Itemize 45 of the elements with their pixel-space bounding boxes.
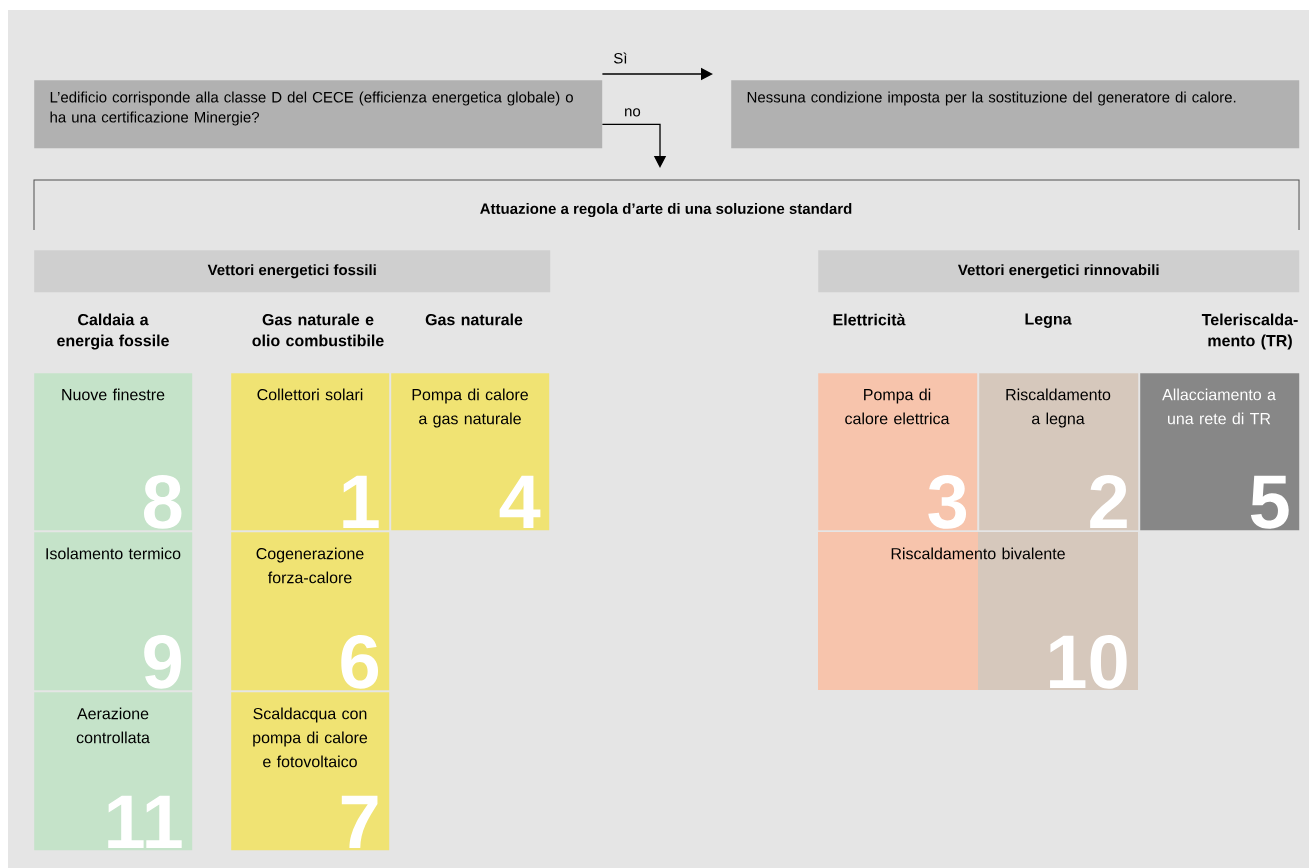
node-label: Riscaldamento a legna xyxy=(1006,388,1111,428)
option-tile: Isolamento termico 9 xyxy=(34,532,193,691)
option-tile: Aerazione controllata 11 xyxy=(34,692,193,851)
column-heading: Legna xyxy=(1025,313,1072,328)
option-tile: Riscaldamento a legna 2 xyxy=(979,373,1139,531)
arrow xyxy=(601,123,667,168)
category-band: Vettori energetici fossili xyxy=(34,250,551,293)
option-tile: Riscaldamento bivalente 10 xyxy=(818,532,1138,690)
node-label: Riscaldamento bivalente xyxy=(891,547,1065,560)
node-label: 6 xyxy=(341,634,379,689)
column-heading: Elettricità xyxy=(833,313,906,326)
column-heading: Gas naturale e olio combustibile xyxy=(252,313,384,347)
node-label: 1 xyxy=(343,475,379,529)
node-label: Aerazione controllata xyxy=(76,707,150,744)
node-label: 9 xyxy=(144,634,181,689)
question-box: Nessuna condizione imposta per la sostituzione del generatore di calore. xyxy=(731,80,1300,149)
column-heading: Caldaia a energia fossile xyxy=(57,313,169,350)
option-tile: Scaldacqua con pompa di calore e fotovoltaico 7 xyxy=(231,692,390,851)
column-heading: Teleriscalda- mento (TR) xyxy=(1201,313,1298,350)
question-box: L’edificio corrisponde alla classe D del CECE (efficienza energetica globale) o ha una certificazione Minergie? xyxy=(34,80,603,149)
node-label: 8 xyxy=(143,474,182,529)
option-tile: Nuove finestre 8 xyxy=(34,373,193,531)
node-label: 2 xyxy=(1090,474,1127,529)
node-label: 11 xyxy=(108,795,182,849)
option-tile: Collettori solari 1 xyxy=(231,373,390,531)
category-band: Vettori energetici rinnovabili xyxy=(818,250,1300,293)
node-label: 3 xyxy=(928,474,967,529)
bracket: Attuazione a regola d’arte di una soluzione standard xyxy=(33,179,1300,231)
node-label: Scaldacqua con pompa di calore e fotovoltaico xyxy=(253,707,368,768)
option-tile: Cogenerazione forza-calore 6 xyxy=(231,532,390,691)
node-label: 7 xyxy=(341,795,378,849)
edge-label: Sì xyxy=(614,52,627,64)
column-heading: Gas naturale xyxy=(425,313,523,326)
node-label: Cogenerazione forza-calore xyxy=(256,547,364,584)
node-label: Pompa di calore elettrica xyxy=(845,388,950,425)
node-label: 4 xyxy=(499,475,541,529)
option-tile: Allacciamento a una rete di TR 5 xyxy=(1140,373,1300,531)
edge-label: no xyxy=(625,108,641,117)
node-label: Collettori solari xyxy=(257,388,363,401)
option-tile: Pompa di calore elettrica 3 xyxy=(818,373,978,531)
node-label: Pompa di calore a gas naturale xyxy=(412,388,528,428)
node-label: Nuove finestre xyxy=(62,388,165,401)
node-label: 10 xyxy=(1050,634,1127,689)
node-label: Isolamento termico xyxy=(46,547,181,560)
option-tile: Pompa di calore a gas naturale 4 xyxy=(391,373,550,531)
